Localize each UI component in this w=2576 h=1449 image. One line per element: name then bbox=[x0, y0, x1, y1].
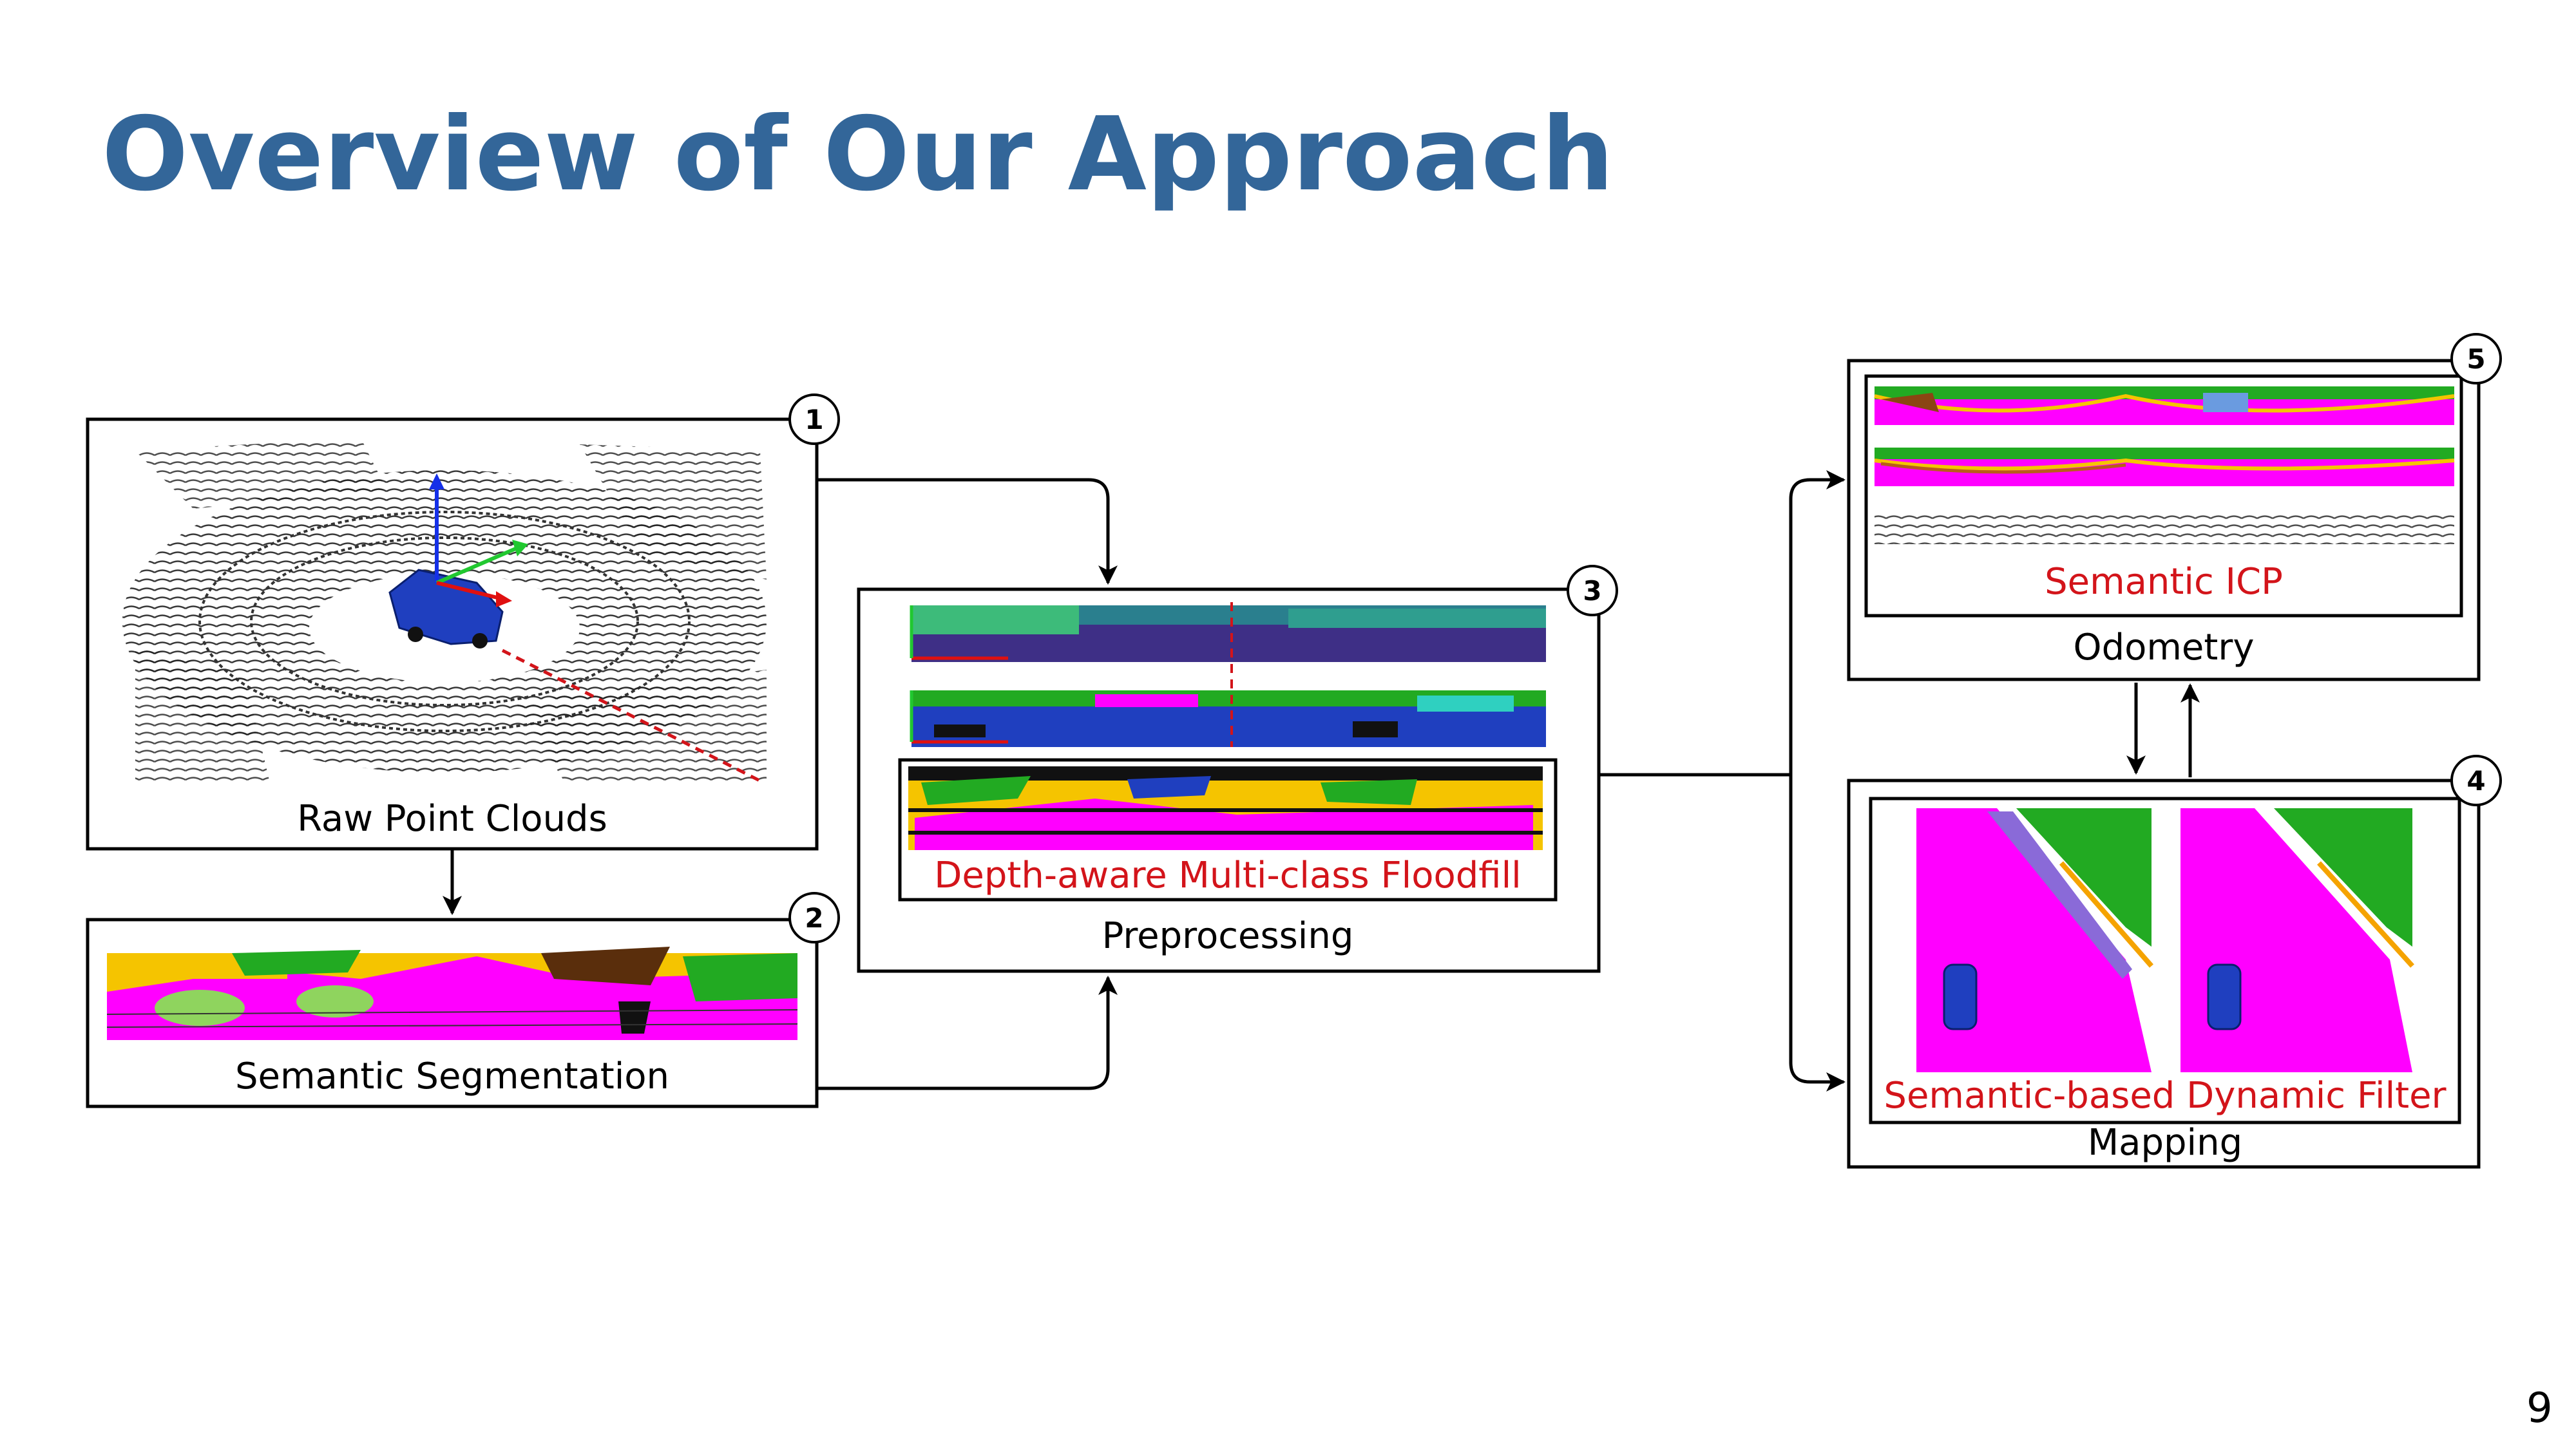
car-icon bbox=[388, 569, 504, 649]
icp-scan-image-2 bbox=[1874, 448, 2455, 486]
range-image-axes bbox=[910, 605, 1008, 744]
step-number-3: 3 bbox=[1583, 575, 1601, 607]
arrow-to-odometry bbox=[1789, 470, 1846, 775]
raw-point-clouds-label: Raw Point Clouds bbox=[297, 798, 607, 840]
step-badge-3 bbox=[1567, 565, 1618, 616]
map-before-filter-image bbox=[1916, 808, 2154, 1072]
step-number-1: 1 bbox=[805, 404, 823, 435]
arrow-raw-to-preprocessing bbox=[817, 478, 1118, 585]
slide-title: Overview of Our Approach bbox=[102, 95, 1614, 214]
preprocessing-box: Depth-aware Multi-class Floodfill Prepro… bbox=[857, 565, 1618, 973]
arrow-to-mapping bbox=[1789, 775, 1846, 1092]
preprocessing-label: Preprocessing bbox=[1102, 915, 1354, 957]
segmentation-image bbox=[106, 947, 798, 1040]
semantic-range-image bbox=[911, 690, 1546, 747]
raw-point-clouds-box: Raw Point Clouds 1 bbox=[86, 393, 840, 851]
floodfill-label: Depth-aware Multi-class Floodfill bbox=[934, 855, 1521, 896]
floodfill-image bbox=[908, 766, 1543, 850]
mapping-label: Mapping bbox=[2088, 1122, 2242, 1164]
step-number-4: 4 bbox=[2466, 765, 2485, 797]
map-after-filter-image bbox=[2180, 808, 2414, 1072]
semantic-icp-inner-box: Semantic ICP bbox=[1864, 374, 2463, 618]
step-badge-4 bbox=[2450, 755, 2502, 806]
point-cloud-image bbox=[122, 425, 773, 789]
connectors bbox=[443, 470, 2200, 1092]
icp-scan-image-3 bbox=[1875, 509, 2454, 547]
odometry-label: Odometry bbox=[2073, 627, 2254, 668]
floodfill-inner-box: Depth-aware Multi-class Floodfill bbox=[898, 758, 1558, 902]
step-badge-5 bbox=[2450, 333, 2502, 384]
dynamic-filter-label: Semantic-based Dynamic Filter bbox=[1884, 1075, 2447, 1117]
odometry-box: Semantic ICP Odometry 5 bbox=[1847, 333, 2502, 681]
semantic-segmentation-box: Semantic Segmentation 2 bbox=[86, 892, 840, 1108]
step-number-5: 5 bbox=[2466, 343, 2485, 375]
mapping-box: Semantic-based Dynamic Filter Mapping 4 bbox=[1847, 755, 2502, 1169]
arrow-seg-to-preprocessing bbox=[817, 976, 1118, 1090]
step-number-2: 2 bbox=[805, 902, 823, 934]
page-number: 9 bbox=[2526, 1385, 2553, 1432]
axis-icon bbox=[429, 473, 528, 607]
semantic-icp-label: Semantic ICP bbox=[2045, 561, 2283, 603]
step-badge-1 bbox=[788, 393, 840, 445]
step-badge-2 bbox=[788, 892, 840, 943]
icp-scan-image-1 bbox=[1874, 386, 2455, 425]
dynamic-filter-inner-box: Semantic-based Dynamic Filter bbox=[1869, 797, 2461, 1124]
depth-image bbox=[911, 605, 1546, 662]
semantic-segmentation-label: Semantic Segmentation bbox=[235, 1056, 669, 1097]
